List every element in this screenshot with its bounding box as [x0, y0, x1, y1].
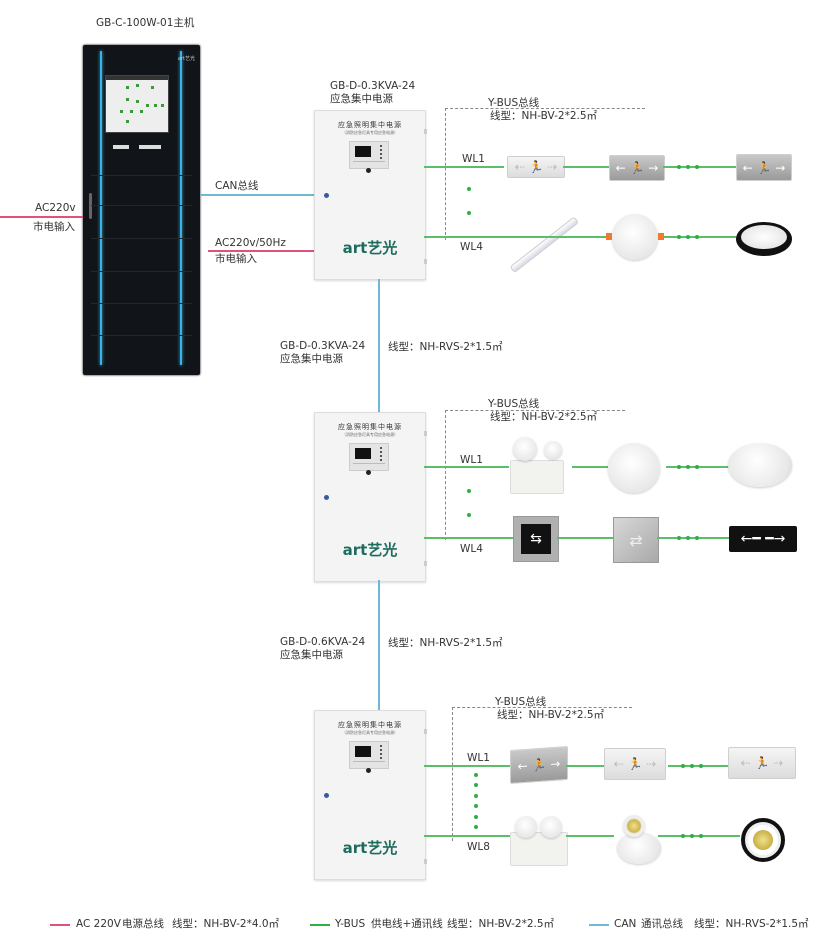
exit-sign-white: ⇠ 🏃 ⇢	[728, 747, 796, 779]
legend-ybus-name: Y-BUS	[335, 918, 366, 930]
panel1-circuit-wl4: WL4	[460, 241, 483, 253]
legend-ac220-name: AC 220V	[76, 918, 121, 930]
cabinet-buttons	[139, 145, 161, 149]
exit-sign-silver: ← 🏃 →	[736, 154, 792, 181]
panel3-ybus-title: Y-BUS总线	[495, 696, 547, 708]
panel2-model: GB-D-0.3KVA-24	[280, 340, 366, 352]
panel1-circuit-wl1: WL1	[462, 153, 485, 165]
legend-can-desc: 通讯总线	[641, 918, 683, 930]
black-arrow-sign: ←━ ━→	[729, 526, 797, 552]
floor-arrow-sign: ⇆	[513, 516, 559, 562]
round-downlight	[612, 214, 658, 260]
exit-sign-silver: ← 🏃 →	[609, 155, 665, 181]
legend-ac220-spec: 线型：NH-BV-2*4.0㎡	[172, 918, 280, 930]
legend-ac220-swatch	[50, 924, 70, 926]
panel-lock-icon	[324, 193, 329, 198]
ac220-panel-line	[208, 250, 314, 252]
panel2-power-supply: 应急照明集中电源 （消防应急灯具专用应急电源） art艺光	[314, 412, 427, 582]
legend-ac220-desc: 电源总线	[122, 918, 164, 930]
can-link-line	[378, 279, 380, 412]
panel1-input-label: 市电输入	[215, 253, 257, 265]
cabinet-light-strip	[180, 51, 182, 365]
legend-ybus-spec: 线型：NH-BV-2*2.5㎡	[447, 918, 555, 930]
can-link2-spec: 线型：NH-RVS-2*1.5㎡	[388, 637, 503, 649]
panel3-circuit-wl8: WL8	[467, 841, 490, 853]
panel2-circuit-wl4: WL4	[460, 543, 483, 555]
panel-face-subtitle: （消防应急灯具专用应急电源）	[342, 730, 398, 735]
panel-face-title: 应急照明集中电源	[338, 423, 402, 431]
host-cabinet: art艺光	[83, 45, 200, 375]
can-bus-label: CAN总线	[215, 180, 259, 192]
exit-sign-frosted: ⇠ 🏃 ⇢	[604, 748, 666, 780]
panel1-name: 应急集中电源	[330, 93, 393, 105]
cabinet-touch-screen	[105, 75, 169, 133]
panel2-circuit-wl1: WL1	[460, 454, 483, 466]
hanging-exit-sign: ← 🏃 →	[510, 745, 568, 785]
panel3-circuit-wl1: WL1	[467, 752, 490, 764]
host-title: GB-C-100W-01主机	[96, 17, 195, 29]
twin-head-emergency-light	[510, 460, 564, 494]
panel3-power-supply: 应急照明集中电源 （消防应急灯具专用应急电源） art艺光	[314, 710, 427, 880]
panel-lock-icon	[324, 793, 329, 798]
tube-light	[509, 216, 580, 274]
round-ceiling-light	[608, 443, 660, 493]
panel-face-subtitle: （消防应急灯具专用应急电源）	[342, 432, 398, 437]
cabinet-door-handle	[89, 193, 92, 219]
can-link1-spec: 线型：NH-RVS-2*1.5㎡	[388, 341, 503, 353]
round-ceiling-lamp	[728, 443, 792, 487]
legend-can-name: CAN	[614, 918, 637, 930]
panel3-model: GB-D-0.6KVA-24	[280, 636, 366, 648]
legend-ybus-swatch	[310, 924, 330, 926]
panel-display	[349, 741, 389, 769]
panel1-input-voltage: AC220v/50Hz	[215, 237, 286, 249]
panel-face-title: 应急照明集中电源	[338, 121, 402, 129]
cabinet-light-strip	[100, 51, 102, 365]
panel-logo: art艺光	[342, 239, 398, 257]
mains-voltage-label: AC220v	[35, 202, 76, 214]
cabinet-logo: art艺光	[177, 56, 195, 62]
panel3-name: 应急集中电源	[280, 649, 343, 661]
panel3-ybus-spec: 线型：NH-BV-2*2.5㎡	[497, 709, 605, 721]
panel-knob	[366, 470, 371, 475]
panel1-model: GB-D-0.3KVA-24	[330, 80, 416, 92]
panel-display	[349, 443, 389, 471]
panel-face-subtitle: （消防应急灯具专用应急电源）	[342, 130, 398, 135]
panel2-ybus-spec: 线型：NH-BV-2*2.5㎡	[490, 411, 598, 423]
exit-sign-light: ⇠ 🏃 ⇢	[507, 156, 565, 178]
can-bus-line	[200, 194, 314, 196]
legend-can-swatch	[589, 924, 609, 926]
panel1-ybus-title: Y-BUS总线	[488, 97, 540, 109]
panel2-name: 应急集中电源	[280, 353, 343, 365]
panel-face-title: 应急照明集中电源	[338, 721, 402, 729]
twin-head-emergency-light	[510, 832, 568, 866]
panel1-power-supply: 应急照明集中电源 （消防应急灯具专用应急电源） art艺光	[314, 110, 427, 280]
panel-knob	[366, 168, 371, 173]
panel-lock-icon	[324, 495, 329, 500]
recessed-spotlight	[741, 818, 785, 862]
ac220-input-line	[0, 216, 83, 218]
oval-bulkhead-light	[736, 222, 792, 256]
mains-input-label: 市电输入	[33, 221, 75, 233]
panel-logo: art艺光	[342, 541, 398, 559]
legend-ybus-desc: 供电线+通讯线	[371, 918, 443, 930]
steel-arrow-sign: ⇄	[613, 517, 659, 563]
panel-logo: art艺光	[342, 839, 398, 857]
panel-knob	[366, 768, 371, 773]
can-link-line	[378, 580, 380, 710]
single-spotlight	[617, 832, 661, 864]
panel1-ybus-spec: 线型：NH-BV-2*2.5㎡	[490, 110, 598, 122]
legend-can-spec: 线型：NH-RVS-2*1.5㎡	[694, 918, 809, 930]
panel2-ybus-title: Y-BUS总线	[488, 398, 540, 410]
cabinet-buttons	[113, 145, 129, 149]
panel-display	[349, 141, 389, 169]
